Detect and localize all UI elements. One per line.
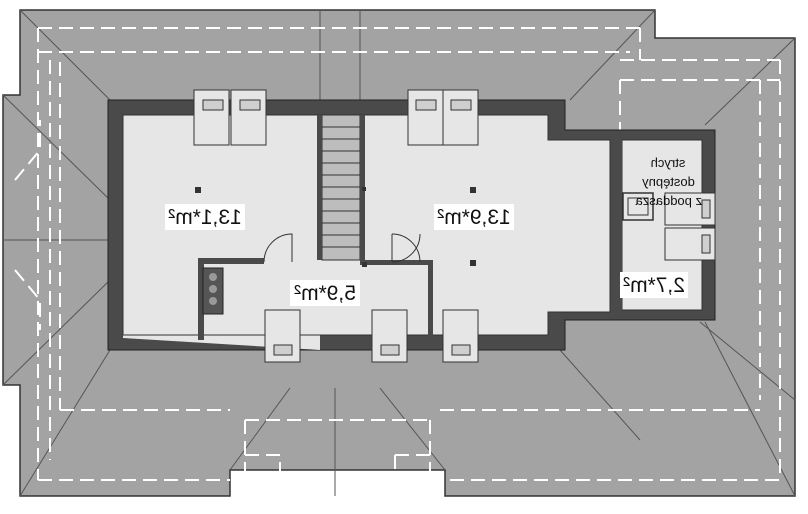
room-label-left: 13,1*m² (168, 206, 242, 229)
stove-icon (202, 267, 224, 315)
door-swings (263, 233, 421, 263)
roof-windows-bottom (264, 309, 479, 363)
room-label-right: 13,9*m² (437, 206, 511, 229)
storage-windows (664, 192, 716, 261)
annotation-line-2: dostępny (642, 174, 695, 189)
ceiling-markers (195, 187, 476, 267)
annotation-line-1: strych (651, 155, 686, 170)
attic-walls (107, 99, 716, 351)
interior-partitions (198, 258, 433, 340)
staircase (317, 114, 365, 265)
annotation-line-3: z poddasza (635, 193, 702, 208)
room-labels: 13,1*m² 13,9*m² 5,9*m² 2,7*m² (165, 204, 688, 306)
roof-windows-top (193, 89, 479, 146)
room-label-storage: 2,7*m² (623, 274, 685, 297)
room-label-corridor: 5,9*m² (294, 282, 356, 305)
storage-annotation: strych dostępny z poddasza (635, 155, 702, 208)
attic-hatch (622, 192, 654, 221)
